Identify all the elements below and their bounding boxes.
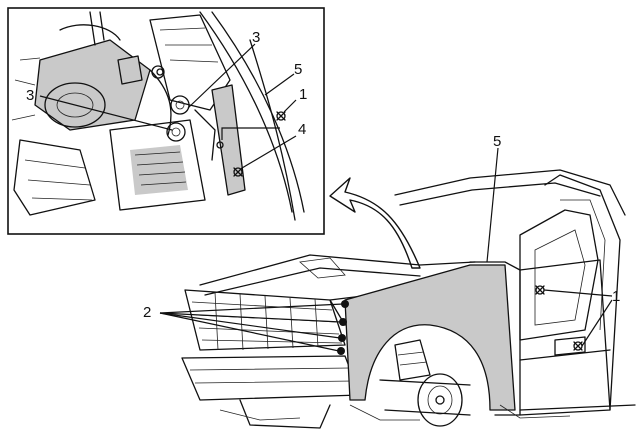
callout-main-5: 5	[493, 133, 501, 150]
callout-main-1: 1	[612, 288, 620, 305]
fender-panel	[344, 261, 521, 416]
truck-front-view	[181, 169, 636, 429]
leaders-main-1	[543, 289, 613, 347]
inset-bolt-4	[233, 167, 243, 177]
leaders-main-2	[159, 303, 344, 352]
leader-main-5	[486, 147, 499, 263]
leader-inset-5	[264, 73, 295, 96]
leader-inset-1b	[221, 127, 280, 140]
inset-fender-panel	[199, 11, 305, 221]
inset-bolt-1	[276, 111, 286, 121]
inset-detail-view	[7, 7, 325, 235]
leader-inset-3a	[187, 43, 256, 109]
leader-inset-1	[283, 99, 297, 113]
callout-inset-3a: 3	[252, 29, 260, 46]
callout-inset-1: 1	[299, 86, 307, 103]
fender-bolt-lower	[573, 341, 583, 351]
inset-bolt-upper	[156, 68, 224, 149]
callout-inset-4: 4	[298, 121, 306, 138]
leader-inset-3b	[39, 95, 173, 131]
fender-front-bolts	[337, 300, 349, 355]
callout-inset-3b: 3	[26, 87, 34, 104]
detail-pointer-arrow	[329, 177, 421, 269]
callout-main-2: 2	[143, 304, 151, 321]
callout-inset-5: 5	[294, 61, 302, 78]
front-wheel	[379, 339, 471, 427]
fender-bolt-upper	[535, 285, 545, 295]
inset-engine-bay	[11, 11, 231, 216]
leader-inset-4	[241, 135, 297, 169]
